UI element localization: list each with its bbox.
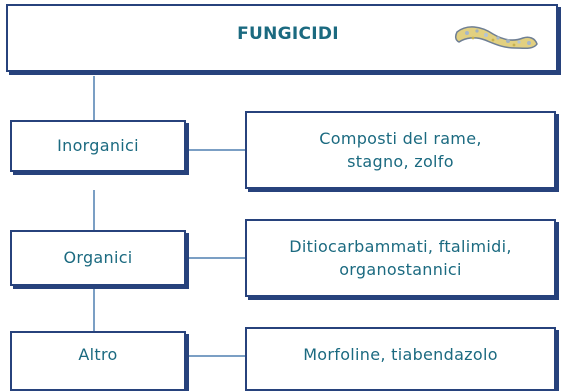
description-box-organici: Ditiocarbammati, ftalimidi, organostanni… (245, 219, 556, 297)
description-box-inorganici: Composti del rame, stagno, zolfo (245, 111, 556, 189)
diagram-title: FUNGICIDI (237, 23, 339, 44)
category-label-inorganici: Inorganici (57, 136, 139, 156)
category-label-organici: Organici (63, 248, 133, 268)
description-text-altro: Morfoline, tiabendazolo (303, 345, 498, 364)
description-text-organici: Ditiocarbammati, ftalimidi, organostanni… (289, 236, 512, 279)
category-box-altro: Altro (10, 331, 186, 391)
category-label-altro: Altro (78, 345, 118, 364)
category-box-inorganici: Inorganici (10, 120, 186, 172)
connector-horizontal-inorganici (189, 149, 245, 151)
connector-vertical-top (93, 76, 95, 120)
category-box-organici: Organici (10, 230, 186, 286)
connector-horizontal-altro (189, 355, 245, 357)
fungal-hypha-icon (454, 26, 538, 50)
description-box-altro: Morfoline, tiabendazolo (245, 327, 556, 391)
description-text-inorganici: Composti del rame, stagno, zolfo (319, 128, 482, 171)
connector-vertical-bottom (93, 287, 95, 331)
connector-vertical-mid (93, 190, 95, 230)
connector-horizontal-organici (189, 257, 245, 259)
